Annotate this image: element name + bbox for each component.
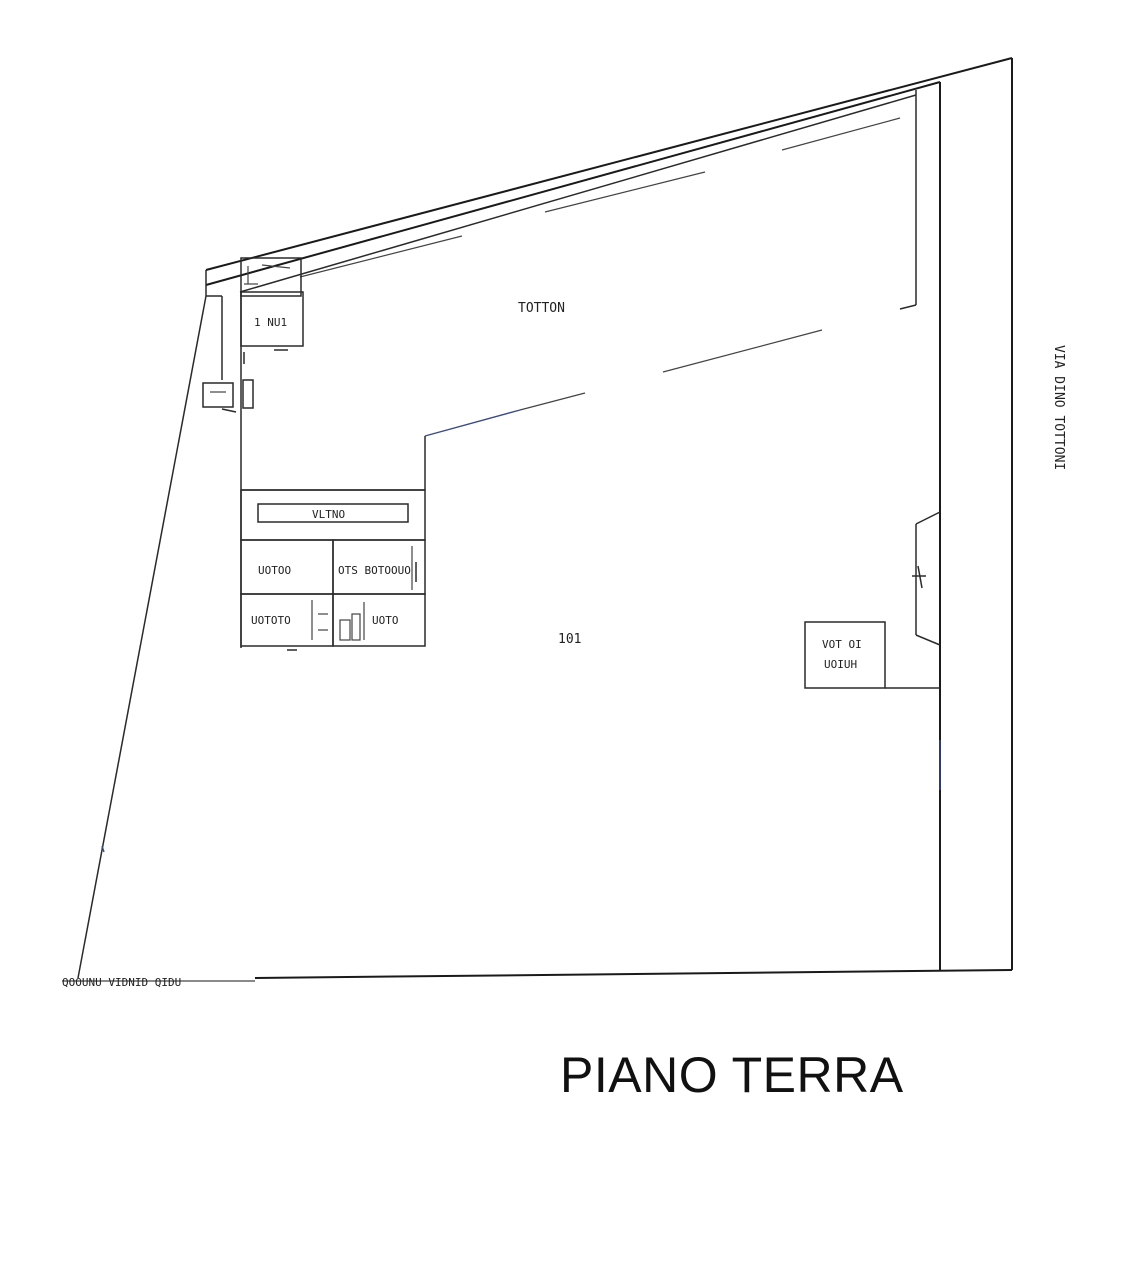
floor-title: PIANO TERRA — [560, 1047, 904, 1103]
right-box-room — [804, 621, 940, 689]
boundary-marks — [101, 740, 941, 853]
entry-box — [202, 379, 254, 413]
label-box-right-1: VOT OI — [822, 638, 862, 651]
right-notch — [912, 511, 941, 646]
label-main-area: 101 — [558, 632, 581, 647]
label-room-d: UOTO — [372, 614, 399, 627]
street-strip — [899, 58, 1013, 970]
outer-top-wall — [205, 57, 1013, 293]
label-room-a: UOTOO — [258, 564, 291, 577]
label-box-right-2: UOIUH — [824, 658, 857, 671]
room-grid — [240, 539, 426, 651]
label-small-room: 1 NU1 — [254, 316, 287, 329]
label-room-b: OTS BOTOOUO — [338, 564, 411, 577]
outer-bottom-wall — [62, 969, 1013, 982]
label-street-name: VIA DINO TOTTONI — [1051, 345, 1066, 470]
label-corridor: VLTNO — [312, 508, 345, 521]
label-bottom-left-note: QOOUNU VIDNID QIDU — [62, 976, 181, 989]
outer-left-boundary — [77, 270, 223, 979]
small-room-top — [240, 257, 304, 364]
label-upper-area: TOTTON — [518, 301, 565, 316]
upper-area-lines — [299, 117, 901, 437]
label-room-c: UOTOTO — [251, 614, 291, 627]
